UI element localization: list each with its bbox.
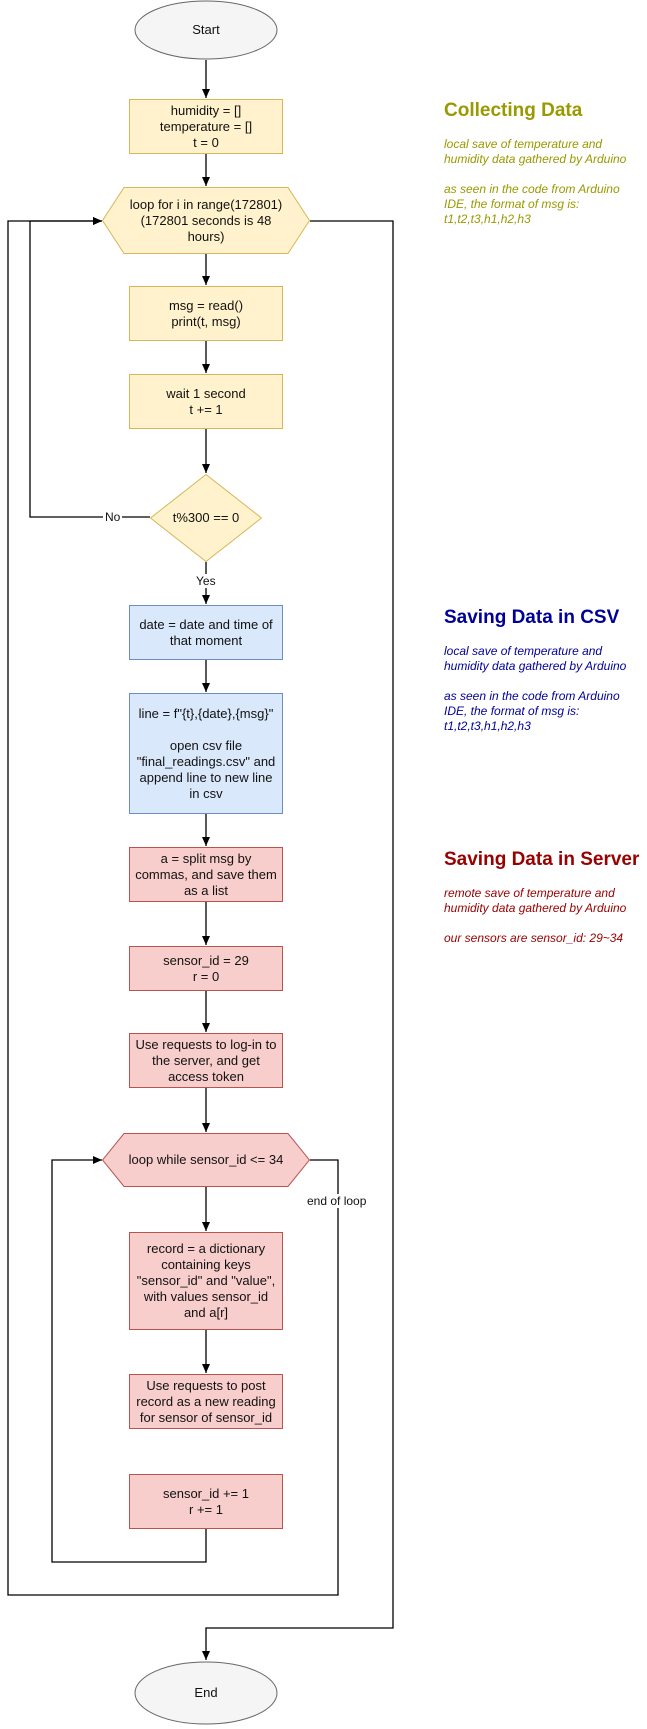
edge-loop-exit xyxy=(202,220,394,1660)
init-label: humidity = [] temperature = [] t = 0 xyxy=(159,102,253,150)
read-process: msg = read() print(t, msg) xyxy=(129,286,283,341)
record-label: record = a dictionary containing keys "s… xyxy=(136,1241,276,1320)
edge-label-no: No xyxy=(103,510,123,524)
collecting-title: Collecting Data xyxy=(444,100,583,121)
record-process: record = a dictionary containing keys "s… xyxy=(129,1232,283,1330)
post-label: Use requests to post record as a new rea… xyxy=(136,1377,276,1425)
end-shape xyxy=(134,1661,278,1725)
csv-note-2: as seen in the code from Arduino IDE, th… xyxy=(444,689,620,733)
date-label: date = date and time of that moment xyxy=(139,616,273,648)
collecting-note-1: local save of temperature and humidity d… xyxy=(444,137,627,166)
sensor-init-label: sensor_id = 29 r = 0 xyxy=(163,952,249,984)
outer-loop-label: loop for i in range(172801) (172801 seco… xyxy=(129,196,283,244)
csv-title: Saving Data in CSV xyxy=(444,607,620,628)
csv-process: line = f"{t},{date},{msg}" open csv file… xyxy=(129,693,283,814)
increment-label: sensor_id += 1 r += 1 xyxy=(162,1485,249,1517)
decision-shape xyxy=(150,474,262,562)
decision-label: t%300 == 0 xyxy=(172,510,240,525)
decision-diamond: t%300 == 0 xyxy=(150,474,262,562)
inner-loop-label: loop while sensor_id <= 34 xyxy=(128,1152,284,1167)
inner-loop-shape xyxy=(102,1133,310,1187)
csv-note-1: local save of temperature and humidity d… xyxy=(444,644,627,673)
server-note-1: remote save of temperature and humidity … xyxy=(444,886,627,915)
wait-process: wait 1 second t += 1 xyxy=(129,374,283,429)
increment-process: sensor_id += 1 r += 1 xyxy=(129,1474,283,1529)
login-process: Use requests to log-in to the server, an… xyxy=(129,1033,283,1088)
login-label: Use requests to log-in to the server, an… xyxy=(135,1036,277,1084)
server-title: Saving Data in Server xyxy=(444,849,640,870)
post-process: Use requests to post record as a new rea… xyxy=(129,1374,283,1429)
server-note-2: our sensors are sensor_id: 29~34 xyxy=(444,931,624,945)
edge-decision-no xyxy=(29,217,150,518)
end-label: End xyxy=(194,1685,218,1700)
outer-loop-hexagon: loop for i in range(172801) (172801 seco… xyxy=(102,187,310,254)
edge-label-end-of-loop: end of loop xyxy=(305,1194,369,1208)
outer-loop-shape xyxy=(102,187,310,254)
split-label: a = split msg by commas, and save them a… xyxy=(135,850,277,898)
end-terminal: End xyxy=(134,1661,278,1725)
collecting-note-2: as seen in the code from Arduino IDE, th… xyxy=(444,182,620,226)
date-process: date = date and time of that moment xyxy=(129,605,283,660)
start-terminal: Start xyxy=(134,0,278,60)
csv-label: line = f"{t},{date},{msg}" open csv file… xyxy=(136,705,276,801)
sensor-init-process: sensor_id = 29 r = 0 xyxy=(129,946,283,991)
split-process: a = split msg by commas, and save them a… xyxy=(129,847,283,902)
start-shape xyxy=(134,0,278,60)
edge-inner-end-of-loop xyxy=(7,217,339,1596)
wait-label: wait 1 second t += 1 xyxy=(166,385,246,417)
inner-loop-hexagon: loop while sensor_id <= 34 xyxy=(102,1133,310,1187)
start-label: Start xyxy=(192,22,220,37)
edge-increment-back xyxy=(51,1156,207,1563)
read-label: msg = read() print(t, msg) xyxy=(168,297,244,329)
init-process: humidity = [] temperature = [] t = 0 xyxy=(129,99,283,154)
edge-label-yes: Yes xyxy=(194,574,218,588)
